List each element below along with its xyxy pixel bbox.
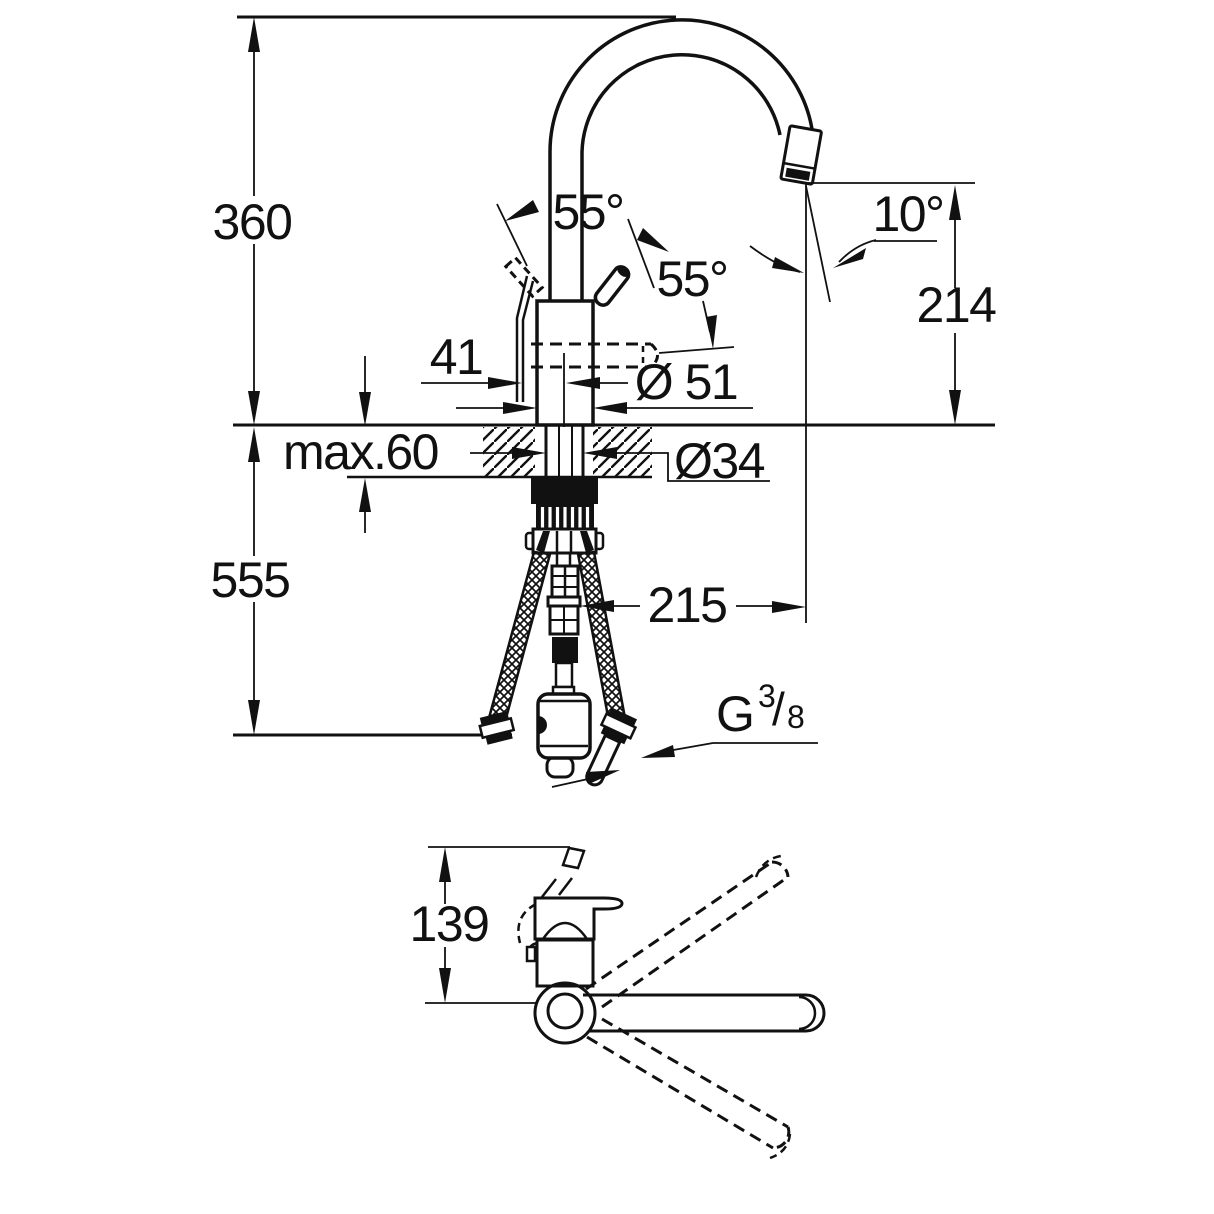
spout-position-center xyxy=(583,993,826,1033)
dim-214-label: 214 xyxy=(917,277,997,333)
handle-edge-line-outer xyxy=(515,275,529,402)
mounting-nut xyxy=(531,477,598,504)
annotation-jet-angle: 10° xyxy=(749,184,945,623)
dimension-body-depth: 139 xyxy=(410,846,570,1004)
top-view-body xyxy=(535,938,595,988)
dimension-height-below-deck: 555 xyxy=(211,427,291,735)
swivel-inner-circle xyxy=(546,992,584,1030)
angle-55-lower-label: 55° xyxy=(656,251,727,307)
spout-position-down xyxy=(586,1017,792,1160)
thread-denominator: 8 xyxy=(787,699,805,735)
dim-215-label: 215 xyxy=(648,577,727,633)
dim-555-label: 555 xyxy=(211,552,290,608)
dim-139-label: 139 xyxy=(410,896,489,952)
lever-forward-dashed xyxy=(531,342,659,369)
dimension-body-diameter: Ø 51 xyxy=(456,354,753,414)
dim-d34-label: Ø34 xyxy=(674,433,765,489)
lever-raised-dashed xyxy=(503,255,545,299)
dimension-spout-reach: 215 xyxy=(580,577,806,633)
angle-55-upper-label: 55° xyxy=(552,184,623,240)
handle-edge-line-inner xyxy=(521,280,535,402)
lever-tilted-solid xyxy=(593,265,631,307)
pullout-spray-head xyxy=(779,124,823,186)
hose-fitting-left xyxy=(478,711,516,745)
dimension-height-above-deck: 360 xyxy=(213,17,293,425)
hose-weight-tab xyxy=(545,755,575,779)
annotation-lever-forward: 55° xyxy=(656,251,735,354)
annotation-lever-swing: 55° xyxy=(496,184,669,289)
spout-arc xyxy=(548,18,814,301)
angle-10-label: 10° xyxy=(872,186,943,242)
thread-numerator: 3 xyxy=(758,678,776,714)
dimension-deck-thickness: max.60 xyxy=(283,356,439,533)
swivel-outer-circle xyxy=(533,981,597,1045)
thread-g-label: G xyxy=(716,686,753,742)
dim-d51-label: Ø 51 xyxy=(635,354,737,410)
dimension-outlet-height: 214 xyxy=(808,182,998,425)
thread-slash: / xyxy=(772,683,785,735)
annotation-thread: G 3 / 8 xyxy=(551,678,818,788)
faucet-body xyxy=(535,299,595,427)
spout-position-up xyxy=(585,854,790,1009)
faucet-shank xyxy=(544,426,585,477)
front-view: 360 555 max.60 xyxy=(211,15,998,788)
dim-360-label: 360 xyxy=(213,194,292,250)
top-view-body-tab xyxy=(525,945,537,963)
dimension-shank-diameter: Ø34 xyxy=(470,433,770,489)
top-view: 139 xyxy=(410,846,826,1160)
dim-41-label: 41 xyxy=(430,329,483,385)
dimension-handle-clearance: 41 xyxy=(421,329,628,389)
pullout-hose-stack xyxy=(536,553,592,779)
dim-max60-label: max.60 xyxy=(283,424,438,480)
under-sink-assembly: G 3 / 8 xyxy=(478,477,818,788)
